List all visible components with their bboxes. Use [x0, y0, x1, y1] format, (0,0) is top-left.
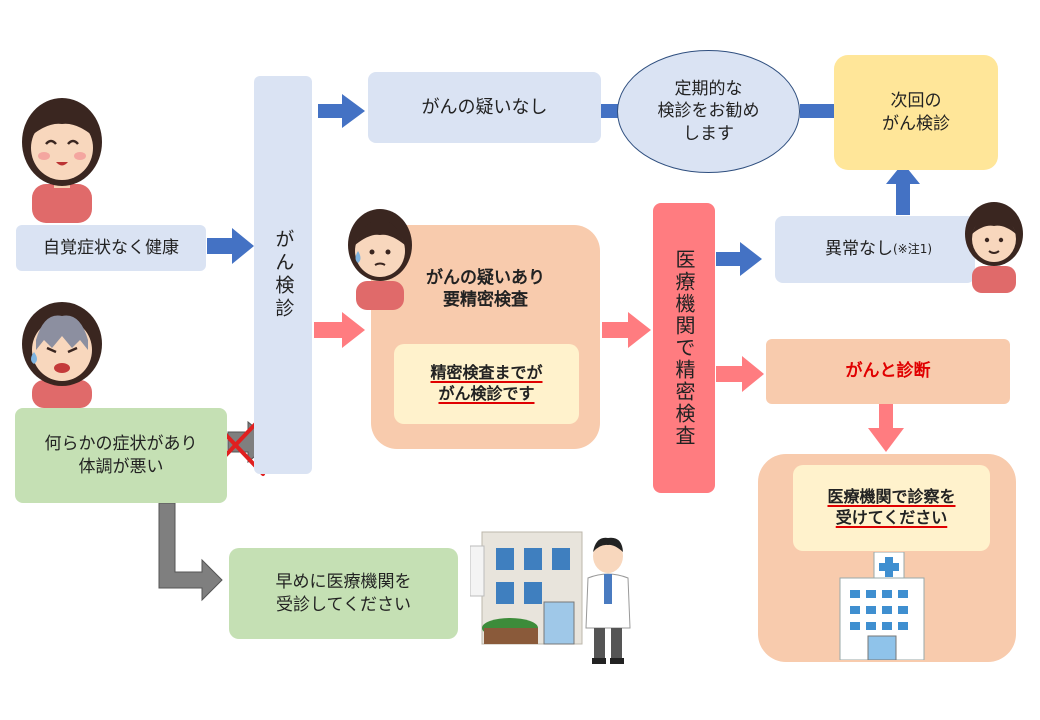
note-line2: がん検診です — [438, 384, 535, 403]
detailed-exam-box: 医療機関で精密検査 — [653, 203, 715, 493]
arrow-normal-to-next — [886, 163, 920, 215]
diagnosed-box: がんと診断 — [766, 339, 1010, 404]
screening-label: がん検診 — [272, 229, 295, 321]
arrow-screening-to-no-suspicion — [318, 94, 365, 128]
normal-box: 異常なし (※注1) — [775, 216, 975, 283]
arrow-healthy-to-screening — [207, 228, 254, 264]
arrow-suspicion-to-exam — [602, 312, 651, 348]
healthy-woman-icon — [22, 98, 102, 223]
suspicion-line1: がんの疑いあり — [426, 268, 545, 288]
clinic-building-icon — [470, 531, 583, 645]
note-box: 精密検査までが がん検診です — [394, 344, 579, 424]
next-line2: がん検診 — [882, 113, 950, 134]
healthy-label: 自覚症状なく健康 — [43, 237, 179, 258]
arrow-exam-to-diagnosed — [716, 356, 764, 392]
consult-note-box: 医療機関で診察を 受けてください — [793, 465, 990, 551]
arrow-diagnosed-to-consult — [868, 404, 904, 452]
symptoms-label-line2: 体調が悪い — [78, 456, 164, 477]
note-line1: 精密検査までが — [430, 363, 543, 383]
early-line2: 受診してください — [276, 594, 411, 615]
early-visit-box: 早めに医療機関を 受診してください — [229, 548, 458, 639]
no-suspicion-box: がんの疑いなし — [368, 72, 601, 143]
detailed-exam-label: 医療機関で精密検査 — [672, 249, 696, 447]
recommend-line3: します — [683, 123, 734, 144]
worried-woman-icon — [348, 209, 412, 310]
recommend-line1: 定期的な — [674, 79, 743, 100]
doctor-icon — [585, 537, 631, 664]
sick-woman-icon — [22, 302, 102, 408]
arrow-symptoms-to-early-visit — [158, 502, 223, 602]
normal-label: 異常なし — [825, 239, 893, 260]
consult-line1: 医療機関で診察を — [827, 487, 956, 507]
screening-box: がん検診 — [254, 76, 312, 474]
recommend-ellipse: 定期的な 検診をお勧め します — [617, 50, 800, 173]
symptoms-label-line1: 何らかの症状があり — [44, 434, 198, 455]
arrow-screening-to-suspicion — [314, 312, 365, 348]
symptoms-box: 何らかの症状があり 体調が悪い — [15, 408, 227, 503]
hospital-building-icon — [839, 552, 925, 660]
next-screening-box: 次回の がん検診 — [834, 55, 998, 170]
suspicion-line2: 要精密検査 — [443, 290, 528, 311]
relieved-woman-icon — [965, 202, 1023, 293]
normal-note: (※注1) — [893, 241, 933, 256]
recommend-line2: 検診をお勧め — [657, 101, 760, 122]
next-line1: 次回の — [890, 91, 942, 112]
arrow-no-suspicion-to-recommend — [601, 104, 621, 118]
consult-line2: 受けてください — [835, 508, 948, 527]
early-line1: 早めに医療機関を — [275, 572, 412, 593]
no-suspicion-label: がんの疑いなし — [421, 96, 548, 118]
healthy-box: 自覚症状なく健康 — [16, 225, 206, 271]
diagnosed-label: がんと診断 — [845, 361, 931, 382]
arrow-exam-to-normal — [716, 242, 762, 276]
